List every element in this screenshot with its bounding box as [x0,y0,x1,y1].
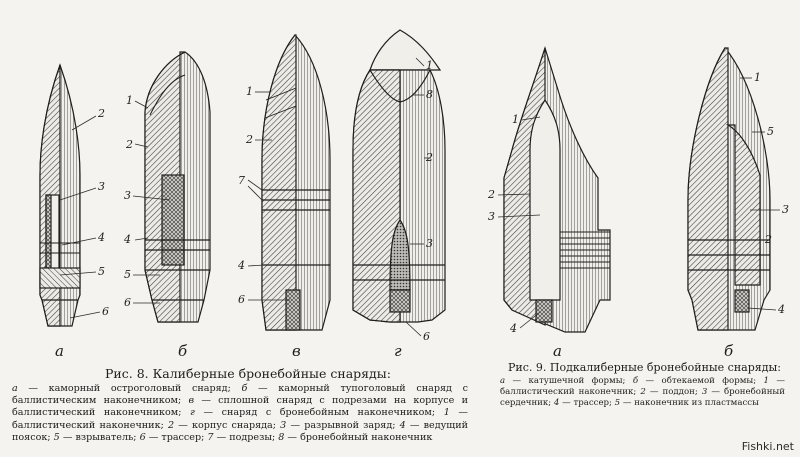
label-g-6: 6 [423,330,430,343]
label-v-4: 4 [238,259,245,272]
fig8-caption-key: г [190,407,195,419]
fig9-caption-key: 5 [614,398,621,408]
label-sa-2: 2 [488,188,495,201]
fig9-caption-text: — баллистический наконечник; [500,376,786,397]
fig8-caption-text: — каморный остроголовый снаряд; [17,383,242,394]
label-v-6: 6 [238,293,245,306]
subcal-a [503,45,611,333]
fig8-caption-text: — корпус снаряда; [174,419,281,431]
fig8-title: Рис. 8. Калиберные бронебойные снаряды: [105,366,391,381]
fig8-caption-key: 3 [280,419,287,431]
fig8-caption-text: — каморный тупоголовый снаряд с баллисти… [12,383,468,407]
subfig-8g: г [394,342,402,360]
fig8-caption-key: 8 [278,431,285,443]
fig8-caption-key: 4 [399,419,406,431]
fig9-caption-text: — трассер; [559,398,615,408]
label-a-5: 5 [98,265,105,278]
shell-b [144,51,211,323]
fig9-title: Рис. 9. Подкалиберные бронебойные снаряд… [508,361,781,374]
fig9-caption-key: 1 [763,376,769,386]
label-a-4: 4 [98,231,105,244]
fig8-caption-text: — трассер; [145,431,208,443]
fig9-caption-key: 4 [553,398,560,408]
subfig-8b: б [178,342,188,360]
fig9-caption-text: — поддон; [645,387,702,397]
fig9-caption-text: — катушечной формы; [505,376,633,386]
label-b-5: 5 [124,268,131,281]
fig8-caption-text: — подрезы; [213,431,279,443]
fig9-caption-key: 2 [640,387,646,397]
label-b-6: 6 [124,296,131,309]
fig9-caption-key: б [632,376,639,386]
label-g-8: 8 [426,88,433,101]
label-sa-4: 4 [510,322,517,335]
label-g-3: 3 [426,237,433,250]
fig9-caption: а — катушечной формы; б — обтекаемой фор… [500,376,785,409]
label-a-6: 6 [102,305,109,318]
subfig-8a: а [55,342,64,360]
fig8-caption-text: — баллистический наконечник; [12,407,468,431]
shell-v [261,34,331,331]
fig8-caption-text: — снаряд с бронебойным наконечником; [194,407,444,419]
fig9-caption-key: а [500,376,506,386]
fig8-caption-key: 6 [139,431,146,443]
fig9-caption-text: — обтекаемой формы; [638,376,764,386]
fig8-caption-text: — бронебойный наконечник [284,431,433,443]
fig8-caption-key: в [188,395,195,407]
fig8-caption-text: — сплошной снаряд с подрезами на корпусе… [12,395,468,419]
label-v-1: 1 [246,85,253,98]
fig8-caption-text: — ведущий поясок; [12,419,468,443]
label-sb-1: 1 [754,71,761,84]
shell-a [39,63,81,327]
fig8-caption-text: — взрыватель; [59,431,140,443]
subfig-9a: а [553,342,562,360]
label-b-4: 4 [124,233,131,246]
fig8-caption-key: 7 [207,431,214,443]
label-a-3: 3 [98,180,105,193]
fig9-caption-key: 3 [701,387,708,397]
subcal-b [687,46,771,331]
label-b-1: 1 [126,94,133,107]
label-a-2: 2 [98,107,105,120]
fig8-caption-key: 5 [53,431,60,443]
leader-lines [59,57,780,337]
label-g-2: 2 [426,151,433,164]
fig8-caption-text: — разрывной заряд; [286,419,400,431]
label-sb-4: 4 [778,303,785,316]
fig8-caption-key: б [241,383,248,394]
label-sb-3: 3 [782,203,789,216]
fig8-caption-key: а [12,383,18,394]
fig8-caption-key: 1 [443,407,450,419]
label-b-2: 2 [126,138,133,151]
label-g-1: 1 [426,59,433,72]
label-v-7: 7 [238,174,245,187]
subfig-8v: в [292,342,301,360]
label-sb-5: 5 [767,125,774,138]
subfig-9b: б [724,342,734,360]
fig9-caption-text: — бронебойный сердечник; [500,387,785,408]
label-sa-3: 3 [488,210,495,223]
watermark: Fishki.net [741,440,794,453]
label-v-2: 2 [246,133,253,146]
fig8-caption-key: 2 [167,419,175,431]
label-sb-2: 2 [765,233,772,246]
fig9-caption-text: — наконечник из пластмассы [620,398,759,408]
label-sa-1: 1 [512,113,519,126]
fig8-caption: а — каморный остроголовый снаряд; б — ка… [12,383,468,444]
shell-g [352,29,446,323]
label-b-3: 3 [124,189,131,202]
